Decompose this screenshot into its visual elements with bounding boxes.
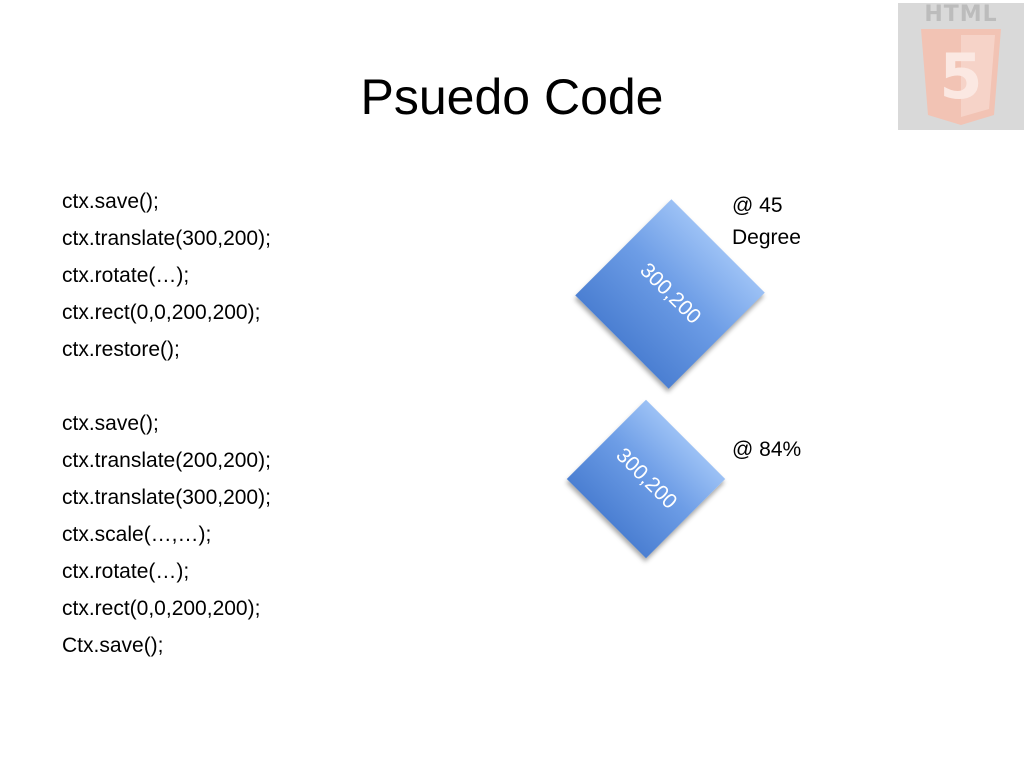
code-line: ctx.rotate(…);	[62, 264, 190, 287]
logo-badge: 5	[939, 40, 982, 113]
code-line: ctx.rect(0,0,200,200);	[62, 301, 261, 324]
scaled-square-shape: 300,200	[566, 399, 726, 559]
shape-label: 300,200	[611, 443, 682, 514]
rotation-note: @ 45 Degree	[732, 194, 801, 249]
code-line: ctx.restore();	[62, 338, 180, 361]
code-line: ctx.rect(0,0,200,200);	[62, 597, 261, 620]
code-listing: ctx.save(); ctx.translate(300,200); ctx.…	[62, 183, 482, 664]
logo-wordmark: HTML	[924, 3, 998, 27]
code-line: ctx.translate(300,200);	[62, 227, 271, 250]
code-line: ctx.scale(…,…);	[62, 523, 212, 546]
code-line: ctx.rotate(…);	[62, 560, 190, 583]
html5-shield-icon: 5	[921, 29, 1001, 125]
code-line: ctx.translate(200,200);	[62, 449, 271, 472]
code-line-blank	[62, 368, 482, 405]
shape-label: 300,200	[635, 258, 706, 329]
code-line: ctx.translate(300,200);	[62, 486, 271, 509]
code-line: ctx.save();	[62, 412, 159, 435]
code-line: ctx.save();	[62, 190, 159, 213]
code-line: Ctx.save();	[62, 634, 164, 657]
slide-title: Psuedo Code	[360, 69, 664, 125]
html5-logo: HTML 5	[898, 3, 1024, 130]
scale-note: @ 84%	[732, 438, 802, 461]
